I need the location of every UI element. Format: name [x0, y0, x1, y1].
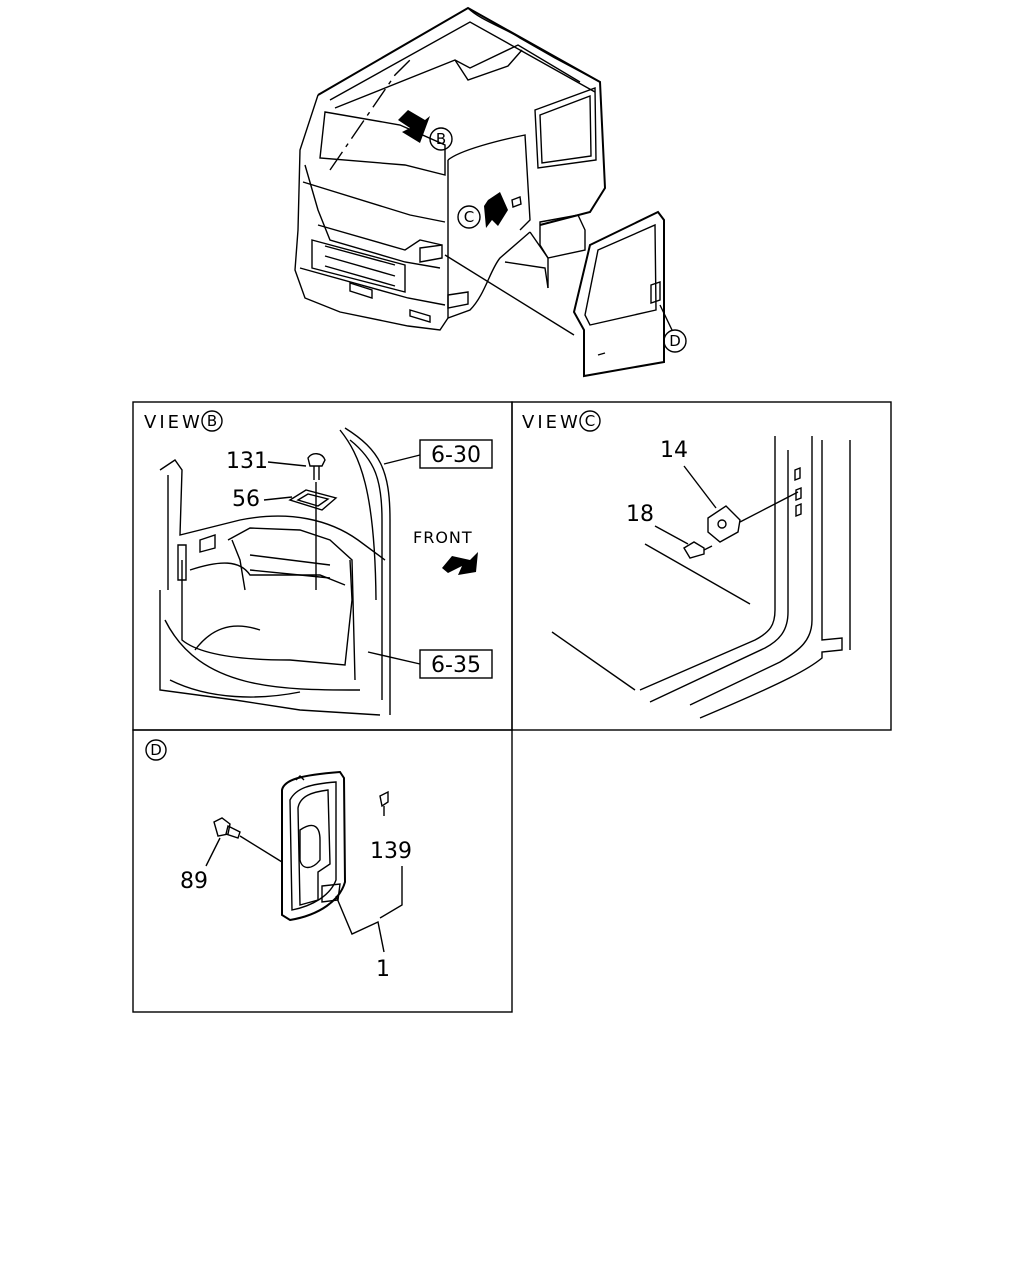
- callout-d-letter: D: [669, 332, 681, 350]
- bracket-56-icon: [288, 489, 338, 511]
- view-d-circled-icon: [145, 739, 167, 761]
- view-b-heading: VIEW: [144, 412, 203, 433]
- circled-d-icon: [663, 329, 687, 353]
- view-b-letter: B: [207, 412, 217, 430]
- view-c-circled-icon: [579, 410, 601, 432]
- circled-b-icon: [429, 127, 453, 151]
- screw-18-icon: [683, 541, 705, 559]
- view-c-panel: VIEW C 14 18: [511, 401, 892, 731]
- bolt-89-icon: [213, 817, 231, 837]
- label-131: 131: [226, 449, 268, 474]
- door-handle-1-icon: [281, 770, 347, 922]
- ref-box-6-30: [419, 439, 493, 469]
- view-c-letter: C: [585, 412, 595, 430]
- ref-6-35: 6-35: [431, 653, 481, 678]
- circled-c-icon: [457, 205, 481, 229]
- view-b-panel: VIEW B 131 56 6-30 6-35: [132, 401, 513, 731]
- label-18: 18: [626, 502, 654, 527]
- view-c-arrow-icon: [484, 192, 508, 228]
- view-d-panel: D 89 139 1: [132, 729, 513, 1013]
- clip-139-icon: [379, 790, 389, 808]
- front-label: FRONT: [413, 528, 473, 547]
- view-d-letter: D: [150, 741, 162, 759]
- label-139: 139: [370, 839, 412, 864]
- label-89: 89: [180, 869, 208, 894]
- view-c-heading: VIEW: [522, 412, 581, 433]
- view-b-circled-icon: [201, 410, 223, 432]
- callout-b-letter: B: [436, 130, 446, 148]
- callout-c: C: [457, 192, 508, 229]
- ref-6-30: 6-30: [431, 443, 481, 468]
- front-arrow-icon: [442, 552, 478, 575]
- view-b-arrow-icon: [398, 110, 430, 143]
- view-d-frame: [132, 729, 513, 1013]
- callout-d: D: [663, 329, 687, 353]
- label-1: 1: [376, 957, 390, 982]
- label-56: 56: [232, 487, 260, 512]
- view-c-frame: [511, 401, 892, 731]
- callout-c-letter: C: [464, 208, 474, 226]
- truck-cab-illustration: [294, 6, 673, 378]
- striker-14-icon: [707, 505, 741, 543]
- label-14: 14: [660, 438, 688, 463]
- callout-b: B: [398, 110, 453, 151]
- screw-131-icon: [307, 453, 326, 467]
